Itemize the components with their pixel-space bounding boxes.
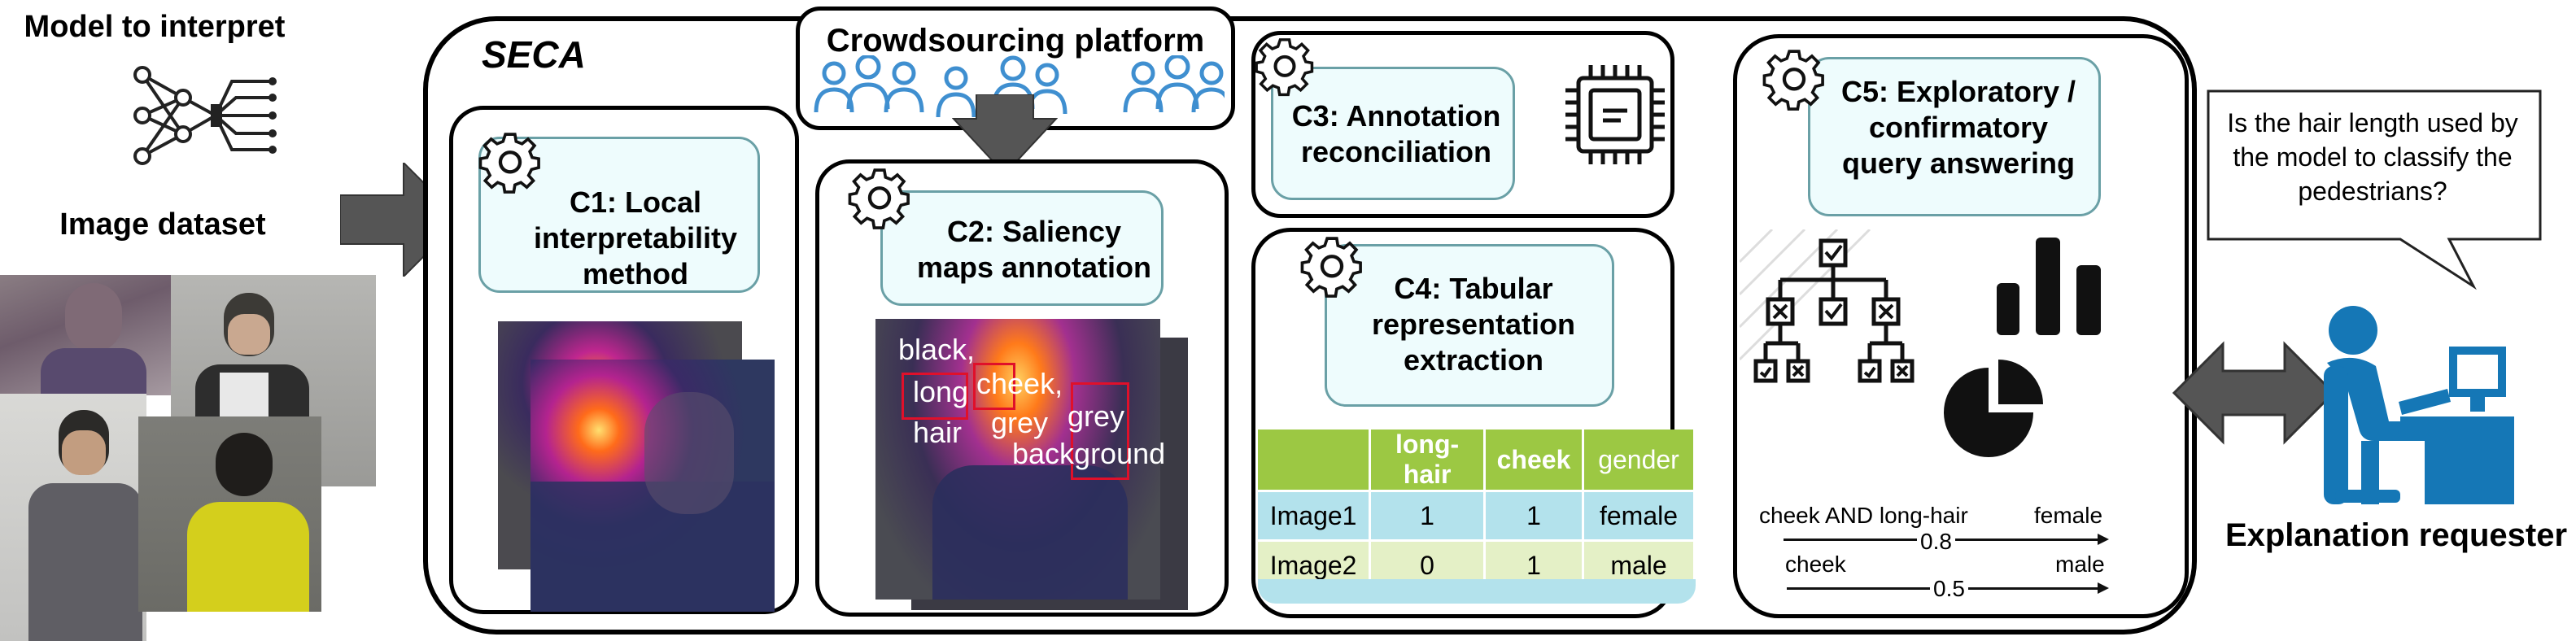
c1-title: C1: Local interpretability method <box>533 185 738 290</box>
seca-title: SECA <box>482 33 586 76</box>
gear-icon <box>1255 38 1314 97</box>
gear-icon <box>848 168 910 229</box>
c2-label-grey-1: grey <box>991 406 1049 439</box>
c5-panel: C5: Exploratory / confirmatory query ans… <box>1808 57 2101 216</box>
table-header-cell: cheek <box>1484 430 1585 492</box>
c1-panel: C1: Local interpretability method <box>478 137 760 293</box>
bar-chart-icon <box>1997 238 2101 335</box>
c3-title: C3: Annotation reconciliation <box>1291 99 1501 168</box>
gear-icon <box>1300 237 1362 298</box>
c2-label-cheek: cheek, <box>976 367 1063 400</box>
model-label: Model to interpret <box>24 10 286 44</box>
rule-1-antecedent: cheek AND long-hair <box>1759 503 1968 528</box>
c2-panel: C2: Saliency maps annotation <box>880 190 1164 306</box>
requester-label: Explanation requester <box>2225 517 2568 553</box>
dataset-photo-1 <box>0 275 172 395</box>
dataset-label: Image dataset <box>59 207 266 242</box>
crowd-label: Crowdsourcing platform <box>826 23 1205 59</box>
crowd-people-icon <box>814 55 1225 118</box>
speech-bubble <box>2207 89 2542 290</box>
gear-icon <box>1762 50 1824 111</box>
rule-1-consequent: female <box>2034 503 2103 528</box>
table-header-cell <box>1258 430 1372 492</box>
c5-title: C5: Exploratory / confirmatory query ans… <box>1840 75 2076 180</box>
table-empty-row <box>1258 579 1696 604</box>
c4-panel: C4: Tabular representation extraction <box>1325 244 1614 407</box>
rule-2-antecedent: cheek <box>1785 552 1846 577</box>
pie-chart-icon <box>1944 360 2043 457</box>
c2-label-black: black, <box>898 333 976 366</box>
gear-icon <box>478 133 540 194</box>
table-cell: 1 <box>1484 491 1585 542</box>
c2-label-grey-2: grey <box>1068 399 1125 433</box>
table-header-cell: gender <box>1583 430 1696 492</box>
c1-saliency-front <box>530 360 775 612</box>
c2-hair-box <box>902 373 968 420</box>
c4-title: C4: Tabular representation extraction <box>1371 272 1576 377</box>
table-cell: Image1 <box>1258 491 1372 542</box>
table-header-cell: long-hair <box>1369 430 1486 492</box>
question-text: Is the hair length used by the model to … <box>2227 108 2518 206</box>
dataset-photo-4 <box>138 416 321 612</box>
rule-2-arrowhead <box>2098 582 2109 594</box>
rule-2-consequent: male <box>2055 552 2105 577</box>
c2-label-hair: hair <box>913 416 963 449</box>
c2-cheek-box <box>973 363 1015 410</box>
table-header-row: long-hair cheek gender <box>1258 430 1696 492</box>
rule-1-value: 0.8 <box>1917 529 1955 555</box>
dataset-photo-3 <box>0 394 146 641</box>
decision-tree-icon <box>1740 229 1915 383</box>
table-cell: female <box>1583 491 1696 542</box>
cpu-chip-icon <box>1565 65 1665 164</box>
c3-panel: C3: Annotation reconciliation <box>1271 67 1515 200</box>
crowd-down-arrow <box>952 94 1058 176</box>
c4-table: long-hair cheek gender Image1 1 1 female… <box>1258 430 1696 591</box>
rule-2-value: 0.5 <box>1930 576 1968 602</box>
c2-background-box <box>1071 382 1129 480</box>
user-at-desk-icon <box>2324 306 2514 504</box>
rule-1-arrowhead <box>2098 534 2109 545</box>
c2-label-background: background <box>1012 437 1166 470</box>
table-row: Image1 1 1 female <box>1258 491 1696 542</box>
c2-saliency-image <box>875 319 1160 600</box>
neural-network-icon <box>133 66 277 165</box>
table-cell: 1 <box>1369 491 1486 542</box>
c2-title: C2: Saliency maps annotation <box>916 215 1152 284</box>
c2-label-long: long <box>913 375 969 408</box>
